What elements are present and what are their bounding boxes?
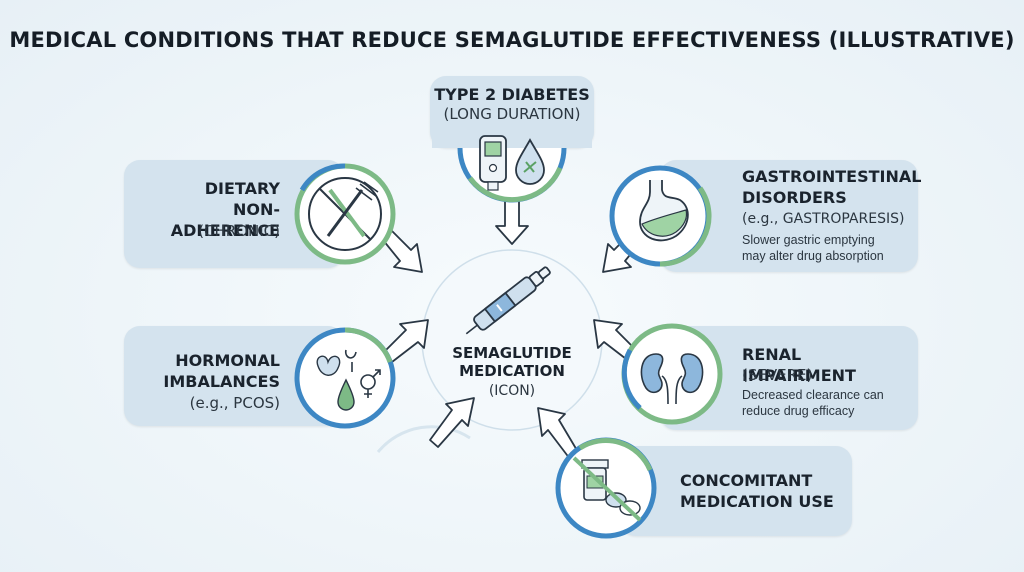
- kidneys-icon: [621, 323, 723, 425]
- dietary-heading-line1: DIETARY: [204, 179, 280, 198]
- injection-pen-icon: [465, 266, 551, 335]
- gi-heading-line1: GASTROINTESTINAL: [742, 167, 922, 186]
- center-label-line1: SEMAGLUTIDE: [452, 344, 572, 362]
- concomitant-heading-line2: MEDICATION USE: [680, 492, 834, 511]
- renal-note-line2: reduce drug efficacy: [742, 404, 855, 418]
- renal-note-line1: Decreased clearance can: [742, 388, 884, 402]
- gi-heading-line2: DISORDERS: [742, 188, 847, 207]
- renal-subheading: (SEVERE): [742, 366, 813, 384]
- gi-subheading: (e.g., GASTROPARESIS): [742, 211, 905, 227]
- no-pills-icon: [555, 437, 657, 539]
- dietary-heading-line2: NON-ADHERENCE: [170, 200, 280, 240]
- concomitant-heading-line1: CONCOMITANT: [680, 471, 813, 490]
- diabetes-heading: TYPE 2 DIABETES: [434, 85, 590, 104]
- center-label-line3: (ICON): [488, 383, 536, 399]
- hormonal-subheading: (e.g., PCOS): [189, 394, 280, 412]
- glucose-meter-icon: [432, 92, 592, 203]
- gi-note-line2: may alter drug absorption: [742, 249, 884, 263]
- concomitant-card: [620, 446, 852, 536]
- gi-note-line1: Slower gastric emptying: [742, 233, 875, 247]
- hormonal-heading-line2: IMBALANCES: [163, 372, 280, 391]
- arrow-from-concomitant: [537, 407, 579, 460]
- decorative-arc: [376, 425, 471, 453]
- hormonal-heading-line1: HORMONAL: [175, 351, 280, 370]
- arrow-from-dietary: [382, 230, 423, 273]
- stomach-icon: [609, 165, 712, 267]
- page-title: MEDICAL CONDITIONS THAT REDUCE SEMAGLUTI…: [9, 28, 1015, 52]
- dietary-subheading: (CHRONIC): [198, 222, 280, 240]
- arrow-from-hormonal: [382, 319, 429, 363]
- arrow-from-diabetes: [495, 199, 529, 245]
- center-label-line2: MEDICATION: [459, 362, 565, 380]
- arrow-from-bottom-left: [429, 397, 475, 448]
- hormone-symbols-icon: [294, 327, 396, 429]
- no-fork-knife-icon: [294, 163, 396, 265]
- renal-heading: RENAL IMPAIRMENT: [742, 345, 856, 385]
- diabetes-subheading: (LONG DURATION): [443, 105, 581, 123]
